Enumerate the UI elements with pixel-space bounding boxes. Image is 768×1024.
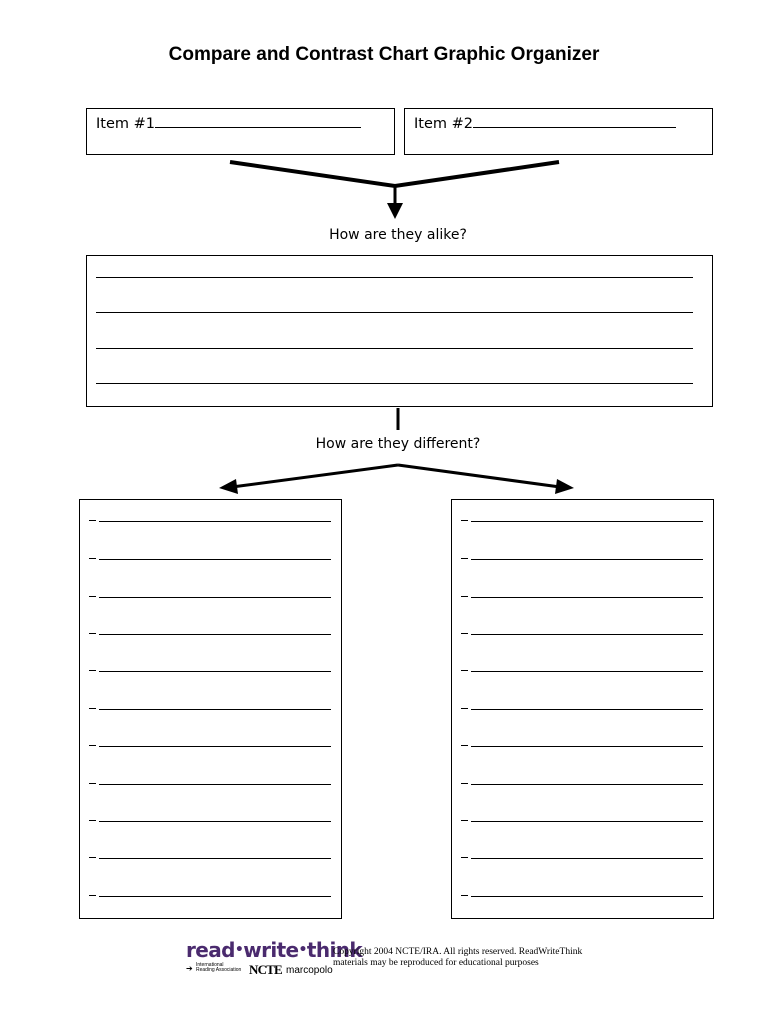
bullet-dash <box>89 670 96 671</box>
bullet-dash <box>89 708 96 709</box>
bullet-dash <box>461 895 468 896</box>
bullet-dash <box>89 820 96 821</box>
difference-line[interactable] <box>99 746 331 747</box>
item-2-differences-box <box>451 499 714 919</box>
page-title: Compare and Contrast Chart Graphic Organ… <box>168 44 600 65</box>
brand-write: write <box>243 938 299 962</box>
alike-line[interactable] <box>96 277 693 278</box>
copyright-line: Copyright 2004 NCTE/IRA. All rights rese… <box>333 947 583 957</box>
ncte-logo: NCTE <box>249 962 283 977</box>
difference-line[interactable] <box>471 896 703 897</box>
difference-line[interactable] <box>99 597 331 598</box>
copyright-line: materials may be reproduced for educatio… <box>333 958 539 968</box>
right-arrow-shaft <box>397 463 561 489</box>
bullet-dash <box>461 633 468 634</box>
item-1-differences-box <box>79 499 342 919</box>
difference-line[interactable] <box>471 858 703 859</box>
left-arrow-shaft <box>231 463 399 489</box>
bullet-dash <box>461 820 468 821</box>
difference-line[interactable] <box>471 634 703 635</box>
item-2-box[interactable]: Item #2 <box>404 108 713 155</box>
left-arrow-head <box>219 479 238 494</box>
item-1-box[interactable]: Item #1 <box>86 108 395 155</box>
difference-line[interactable] <box>99 896 331 897</box>
difference-line[interactable] <box>99 821 331 822</box>
bullet-dash <box>461 708 468 709</box>
copyright-notice: Copyright 2004 NCTE/IRA. All rights rese… <box>333 947 633 969</box>
ira-line: International <box>196 962 224 968</box>
bullet-dash <box>89 895 96 896</box>
bullet-dash <box>89 857 96 858</box>
brand-wordmark: read•write•think <box>186 938 363 962</box>
bullet-dash <box>461 857 468 858</box>
ira-icon: ➔ <box>186 964 193 973</box>
bullet-dash <box>89 783 96 784</box>
brand-think: think <box>306 938 363 962</box>
bullet-dash <box>89 745 96 746</box>
difference-line[interactable] <box>471 784 703 785</box>
readwritethink-logo: read•write•think ➔ International Reading… <box>186 938 363 980</box>
bullet-dash <box>461 670 468 671</box>
difference-line[interactable] <box>99 671 331 672</box>
alike-line[interactable] <box>96 348 693 349</box>
item-2-label: Item #2 <box>414 116 473 132</box>
brand-dot: • <box>298 942 308 958</box>
different-prompt: How are they different? <box>315 436 481 452</box>
ira-logo: International Reading Association <box>196 963 241 973</box>
difference-line[interactable] <box>471 559 703 560</box>
bullet-dash <box>461 745 468 746</box>
alike-line[interactable] <box>96 312 693 313</box>
alike-line[interactable] <box>96 383 693 384</box>
alike-prompt: How are they alike? <box>329 227 467 243</box>
bullet-dash <box>461 558 468 559</box>
right-arrow-head <box>555 479 574 494</box>
bullet-dash <box>89 633 96 634</box>
difference-line[interactable] <box>471 671 703 672</box>
bullet-dash <box>461 596 468 597</box>
marcopolo-logo: marcopolo <box>286 965 333 976</box>
brand-read: read <box>186 938 235 962</box>
bullet-dash <box>89 520 96 521</box>
difference-line[interactable] <box>99 521 331 522</box>
brand-dot: • <box>234 942 244 958</box>
item-1-blank[interactable] <box>155 114 361 128</box>
partner-logos: ➔ International Reading Association NCTE… <box>186 962 333 978</box>
down-arrow-head <box>387 203 403 219</box>
difference-line[interactable] <box>471 746 703 747</box>
difference-line[interactable] <box>471 521 703 522</box>
item-1-label: Item #1 <box>96 116 155 132</box>
merge-connector <box>229 160 560 189</box>
difference-line[interactable] <box>99 634 331 635</box>
bullet-dash <box>89 596 96 597</box>
bullet-dash <box>461 520 468 521</box>
bullet-dash <box>461 783 468 784</box>
difference-line[interactable] <box>471 597 703 598</box>
item-2-blank[interactable] <box>473 114 676 128</box>
bullet-dash <box>89 558 96 559</box>
difference-line[interactable] <box>471 821 703 822</box>
difference-line[interactable] <box>471 709 703 710</box>
ira-line: Reading Association <box>196 967 242 973</box>
difference-line[interactable] <box>99 784 331 785</box>
difference-line[interactable] <box>99 858 331 859</box>
difference-line[interactable] <box>99 709 331 710</box>
difference-line[interactable] <box>99 559 331 560</box>
alike-box <box>86 255 713 407</box>
